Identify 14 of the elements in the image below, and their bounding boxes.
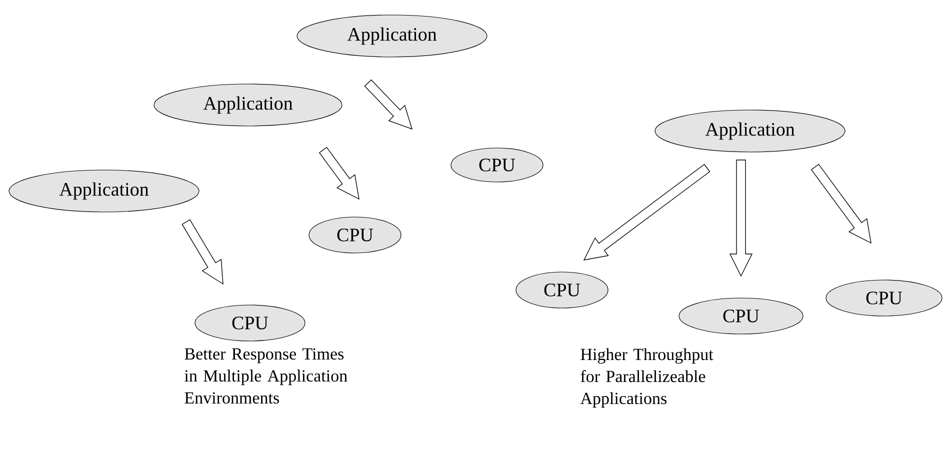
ellipse-node: CPU [308,216,402,254]
caption-text: Better Response Times in Multiple Application Environments [184,348,348,404]
caption-text: Higher Throughput for Parallelizeable Applications [580,348,714,408]
ellipse-node: CPU [194,304,306,342]
ellipse-node: CPU [678,298,804,334]
ellipse-node: CPU [516,272,608,308]
block-arrow [182,219,224,285]
ellipse-node: Application [8,170,200,212]
ellipse-node: Application [154,84,342,126]
ellipse-node: Application [654,110,846,152]
ellipse-node: CPU [826,280,942,316]
ellipse-node: CPU [450,148,544,182]
block-arrow [729,160,753,277]
ellipse-node: Application [296,14,488,58]
